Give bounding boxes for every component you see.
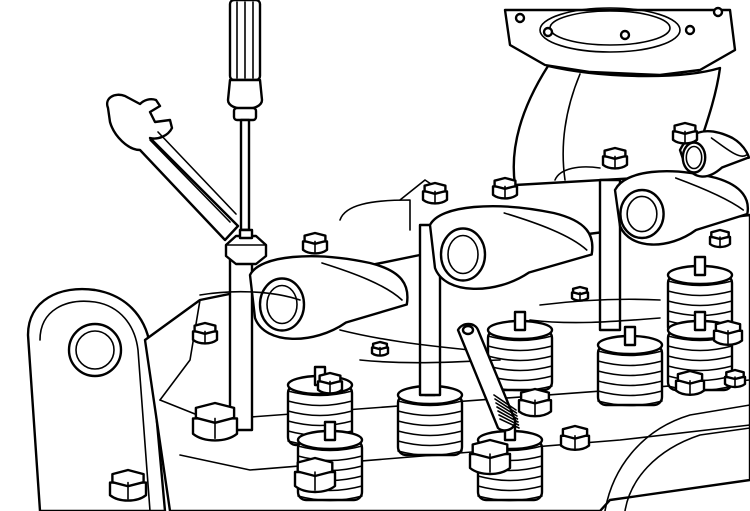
hex-bolt — [293, 456, 337, 494]
hex-bolt — [301, 231, 329, 255]
valve-spring — [596, 325, 664, 407]
rocker-arm — [428, 205, 594, 291]
hex-bolt — [712, 319, 744, 346]
hex-bolt — [491, 176, 519, 200]
hex-bolt — [108, 468, 148, 502]
screwdriver — [226, 0, 264, 244]
hex-bolt — [370, 340, 390, 357]
gauge-blade — [496, 406, 519, 420]
hex-bolt — [191, 321, 219, 345]
rocker-arm — [248, 255, 409, 341]
gauge-blade — [497, 410, 519, 423]
gauge-blade — [495, 402, 518, 417]
gauge-blade — [493, 394, 517, 411]
hex-bolt — [316, 371, 344, 395]
open-end-wrench — [105, 93, 240, 242]
gauge-blade — [499, 418, 520, 429]
hex-bolts — [108, 121, 747, 502]
hex-bolt — [421, 181, 449, 205]
hex-bolt — [191, 401, 239, 442]
hex-bolt — [517, 387, 553, 418]
lifting-bracket — [26, 287, 167, 511]
hex-bolt — [674, 369, 706, 396]
hex-bolt — [570, 285, 590, 302]
adjuster-locknut — [224, 228, 268, 266]
hex-bolt — [601, 146, 629, 170]
gauge-blade — [498, 414, 520, 426]
rocker-arm — [613, 170, 750, 246]
hex-bolt — [559, 424, 591, 451]
hex-bolt — [671, 121, 699, 145]
rocker-arm — [678, 130, 750, 178]
hex-bolt — [708, 228, 732, 249]
hex-bolt — [723, 368, 747, 389]
rocker-arms — [248, 130, 750, 341]
gauge-blade — [494, 398, 518, 414]
hex-bolt — [468, 438, 512, 476]
exhaust-manifold — [503, 6, 737, 187]
feeler-gauge — [456, 322, 520, 432]
